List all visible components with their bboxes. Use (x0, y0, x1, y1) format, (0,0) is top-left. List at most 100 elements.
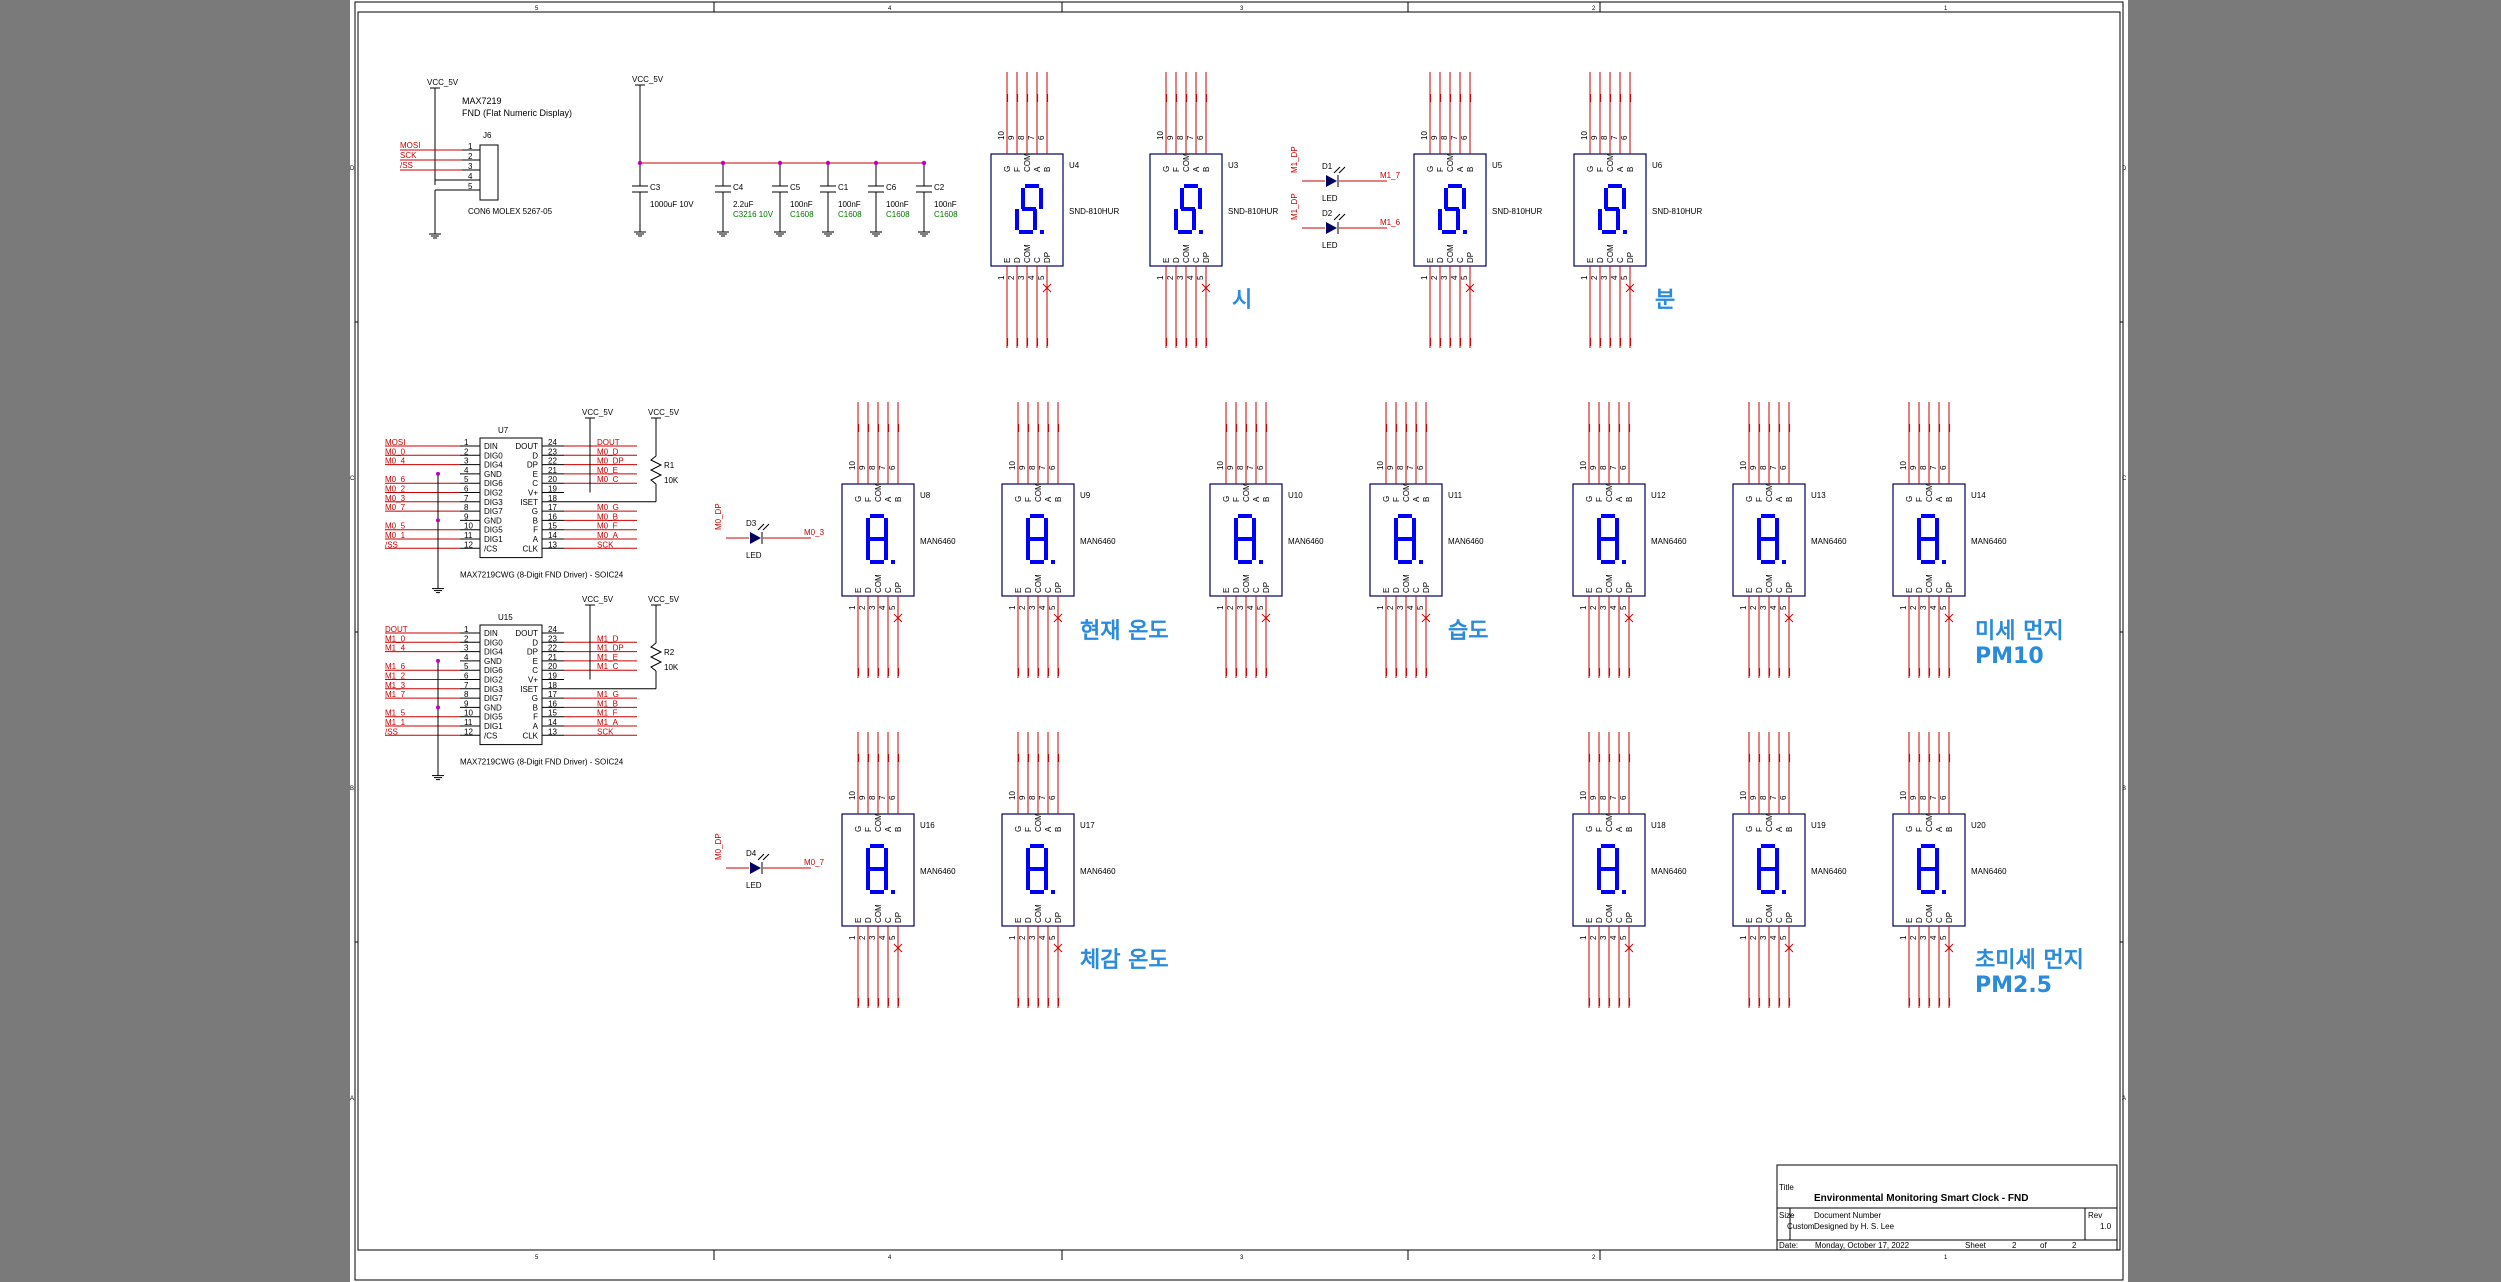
fnd-top-num: 10 (1008, 461, 1017, 470)
fnd-top-pin: COM (1606, 153, 1615, 172)
fnd-top-pin: A (1412, 496, 1421, 502)
fnd-segment-0 (870, 844, 884, 848)
date-label: Date: (1779, 1241, 1798, 1250)
fnd-decimal-point (1782, 890, 1786, 894)
fnd-segment-0 (1025, 184, 1039, 188)
fnd-bottom-pin: C (1412, 587, 1421, 593)
fnd-top-net: — (1402, 424, 1411, 432)
no-connect-mark (1053, 613, 1063, 623)
fnd-top-num: 6 (1196, 135, 1205, 140)
no-connect-mark (1624, 613, 1634, 623)
label-humidity: 습도 (1448, 619, 1488, 644)
fnd-top-pin: B (1466, 167, 1475, 172)
fnd-top-num: 7 (1929, 465, 1938, 470)
zone-bottom-1: 1 (1944, 1255, 1948, 1261)
fnd-top-net: — (1945, 424, 1954, 432)
fnd-bottom-pin: DP (1785, 582, 1794, 593)
fnd-bottom-num: 3 (1759, 935, 1768, 940)
fnd-ref: U3 (1228, 161, 1239, 170)
fnd-ref: U17 (1080, 821, 1095, 830)
fnd-bottom-pin: COM (1446, 244, 1455, 263)
fnd-decimal-point (1622, 890, 1626, 894)
fnd-segment-5 (1917, 539, 1921, 560)
fnd-ref: U14 (1971, 491, 1986, 500)
fnd-top-pin: F (864, 497, 873, 502)
zone-bottom-5: 5 (535, 1255, 539, 1261)
fnd-top-num: 10 (1899, 791, 1908, 800)
fnd-top-pin: G (1585, 496, 1594, 502)
fnd-bottom-pin: COM (874, 904, 883, 923)
fnd-ref: U12 (1651, 491, 1666, 500)
driver-left-num: 11 (464, 718, 473, 727)
fnd-top-net: — (1024, 754, 1033, 762)
fnd-top-pin: B (1945, 827, 1954, 832)
fnd-top-net: — (1162, 94, 1171, 102)
fnd-top-pin: COM (1925, 813, 1934, 832)
fnd-top-net: — (1252, 424, 1261, 432)
fnd-bottom-num: 3 (1919, 605, 1928, 610)
net-label-M0_D: M0_D (597, 447, 619, 456)
fnd-top-num: 7 (1038, 465, 1047, 470)
fnd-segment-0 (1448, 184, 1462, 188)
driver-left-name: DIG5 (484, 526, 503, 535)
fnd-bottom-num: 3 (1236, 605, 1245, 610)
fnd-top-num: 9 (1749, 465, 1758, 470)
fnd-U4: 10—G9—F8—COM7—A6—BE1—D2—COM3—C4—DP5—U4SN… (990, 72, 1119, 348)
vcc-symbol: VCC_5V (632, 75, 664, 86)
driver-left-name: DIG2 (484, 489, 503, 498)
driver-right-name: G (532, 507, 538, 516)
fnd-bottom-net: — (1044, 668, 1053, 676)
zone-left-D: D (350, 166, 355, 172)
fnd-top-pin: F (1024, 827, 1033, 832)
fnd-segment-2 (1921, 890, 1935, 894)
driver-left-num: 5 (464, 475, 469, 484)
fnd-top-pin: F (1755, 827, 1764, 832)
driver-right-name: F (533, 713, 538, 722)
fnd-top-net: — (1426, 94, 1435, 102)
driver-right-num: 17 (548, 503, 557, 512)
fnd-bottom-pin: C (1775, 587, 1784, 593)
fnd-segment-3 (1026, 518, 1030, 539)
fnd-top-net: — (1014, 754, 1023, 762)
ground-symbol (822, 226, 834, 237)
fnd-segment-0 (1608, 184, 1622, 188)
driver-left-name: DIG2 (484, 676, 503, 685)
fnd-bottom-net: — (1202, 338, 1211, 346)
led-net-in: M1_DP (1290, 146, 1299, 173)
fnd-top-pin: G (1905, 496, 1914, 502)
net-label-M0_G: M0_G (597, 503, 619, 512)
driver-right-name: D (532, 638, 538, 647)
driver-right-num: 24 (548, 625, 557, 634)
fnd-part: MAN6460 (1971, 537, 2007, 546)
driver-left-name: DIN (484, 442, 498, 451)
zone-left-C: C (350, 476, 355, 482)
cap-ref: C6 (886, 183, 897, 192)
led-ref: D1 (1322, 162, 1333, 171)
fnd-top-net: — (1625, 424, 1634, 432)
driver-right-num: 22 (548, 644, 557, 653)
fnd-top-net: — (1745, 754, 1754, 762)
fnd-bottom-num: 4 (1769, 935, 1778, 940)
cap-package: C1608 (934, 210, 958, 219)
rev-label: Rev (2088, 1211, 2102, 1220)
fnd-bottom-pin: COM (1242, 574, 1251, 593)
driver-right-num: 14 (548, 718, 557, 727)
zone-left-A: A (350, 1096, 354, 1102)
ground-symbol (774, 226, 786, 237)
junction-dot (921, 160, 927, 166)
fnd-top-pin: F (864, 827, 873, 832)
fnd-top-num: 6 (1460, 135, 1469, 140)
fnd-bottom-net: — (1915, 668, 1924, 676)
fnd-bottom-num: 2 (1590, 275, 1599, 280)
fnd-bottom-net: — (1222, 668, 1231, 676)
ground-symbol (432, 582, 444, 594)
fnd-bottom-num: 4 (1929, 935, 1938, 940)
fnd-segment-3 (1757, 518, 1761, 539)
fnd-top-net: — (1935, 754, 1944, 762)
fnd-ref: U5 (1492, 161, 1503, 170)
fnd-bottom-net: — (874, 668, 883, 676)
fnd-part: MAN6460 (1811, 537, 1847, 546)
fnd-top-num: 6 (888, 795, 897, 800)
fnd-segment-1 (1601, 537, 1615, 541)
fnd-top-net: — (1023, 94, 1032, 102)
